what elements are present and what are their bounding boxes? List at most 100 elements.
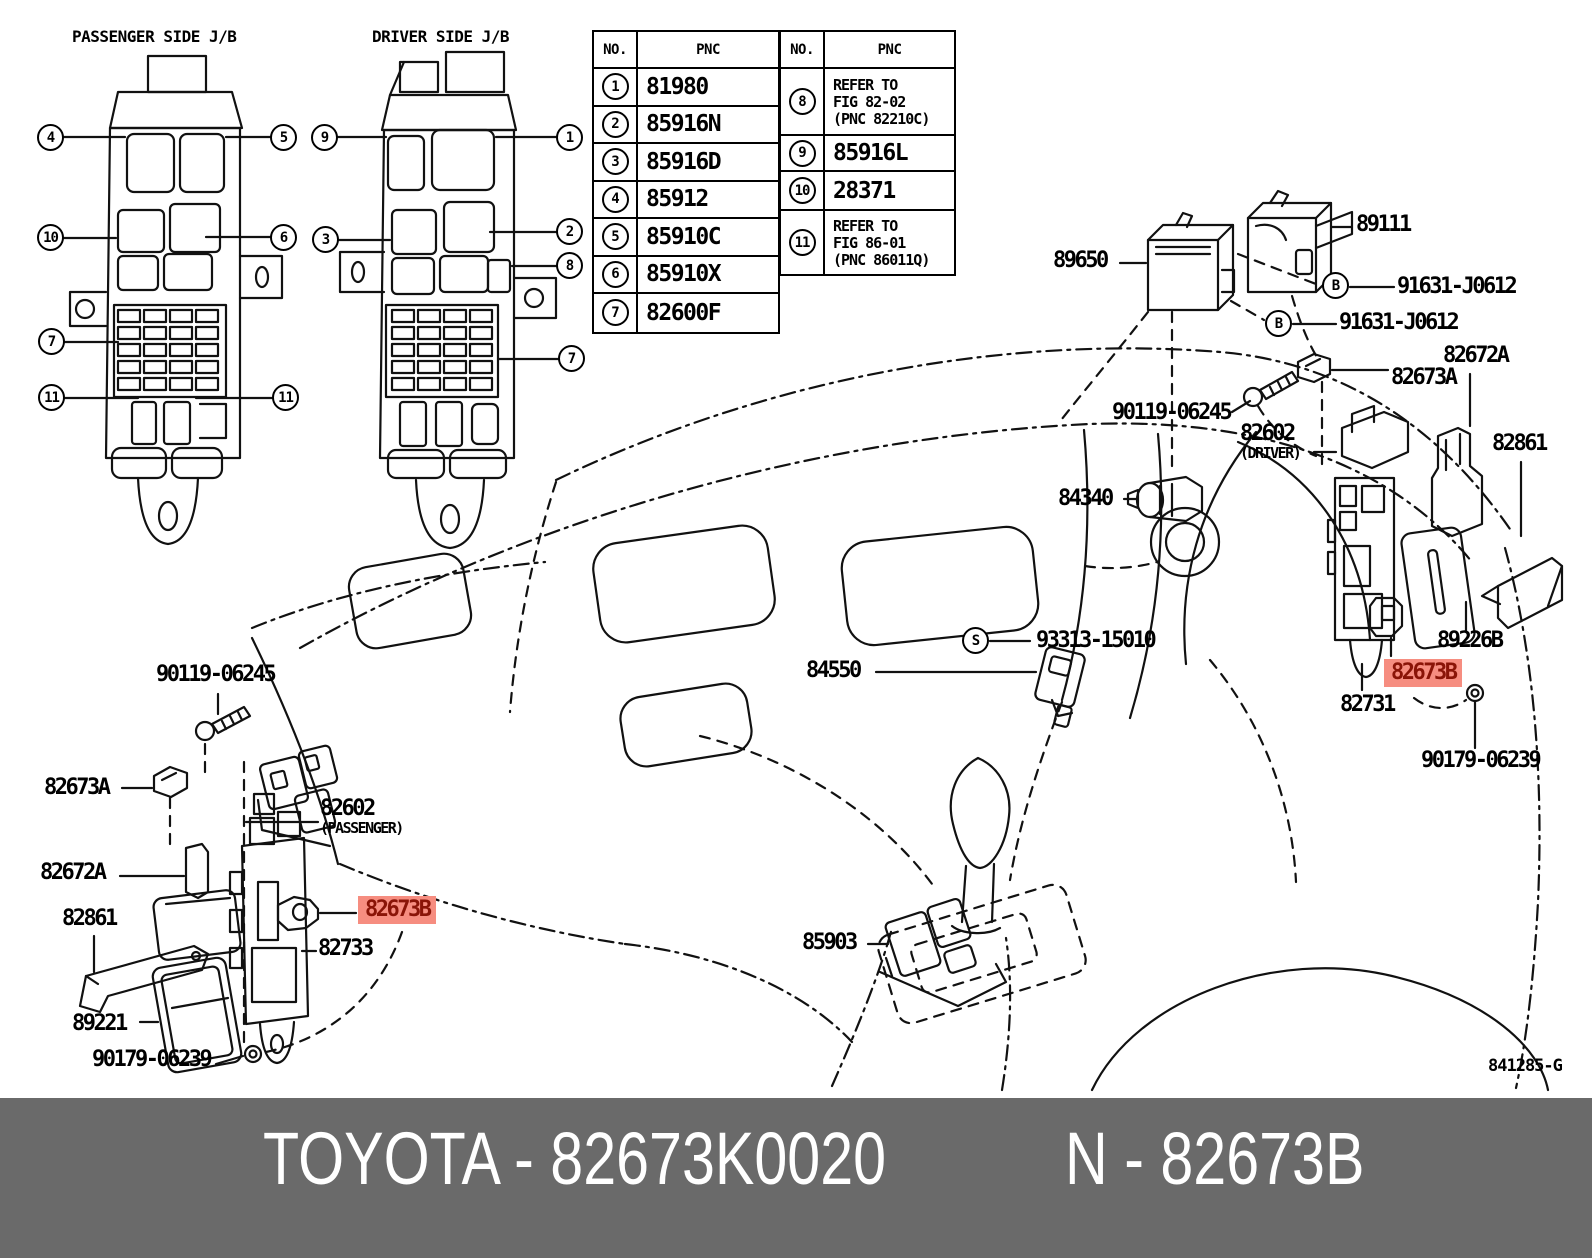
part-drawing-82672A-left (152, 842, 242, 961)
part-label-91631-J0612-lower: 91631-J0612 (1339, 310, 1460, 335)
part-drawing-bolt-right (1465, 683, 1485, 703)
passenger-jb-drawing (61, 54, 284, 546)
pnc-value: 85910C (646, 223, 722, 250)
assembly-dashed-lines (168, 252, 1468, 1054)
part-number: 82602 (1240, 421, 1296, 446)
part-label-82731: 82731 (1340, 692, 1396, 717)
part-sublabel: (DRIVER) (1240, 444, 1302, 463)
callout-screw-s: S (962, 627, 989, 654)
part-drawing-82673B-left (276, 895, 320, 932)
part-label-82602-driver: 82602 (DRIVER) (1240, 421, 1302, 463)
callout-bolt-b-2: B (1265, 310, 1292, 337)
callout-driver-8: 8 (556, 252, 583, 279)
part-label-89650: 89650 (1053, 248, 1109, 273)
part-label-89226B: 89226B (1437, 628, 1504, 653)
part-label-82673B-left-highlighted: 82673B (358, 896, 437, 925)
part-drawing-screw-right (1242, 370, 1300, 408)
table-header-row: NO. PNC (594, 32, 778, 69)
row-number-circle: 4 (601, 185, 629, 213)
part-drawing-82672A-right (1430, 426, 1484, 538)
callout-passenger-10: 10 (37, 224, 64, 251)
pnc-value: REFER TO FIG 86-01 (PNC 86011Q) (833, 217, 930, 269)
part-label-82673B-right-highlighted: 82673B (1384, 659, 1463, 688)
part-label-89111: 89111 (1356, 212, 1412, 237)
part-number: 82602 (320, 796, 376, 821)
part-label-90119-06245-left: 90119-06245 (156, 662, 277, 687)
pnc-value: 85910X (646, 261, 722, 288)
row-number-circle: 9 (788, 139, 816, 167)
part-drawing-82861-left (78, 944, 210, 1014)
table-header-row: NO. PNC (781, 32, 954, 69)
part-label-89221: 89221 (72, 1011, 128, 1036)
part-drawing-82673B-right (1368, 596, 1404, 638)
part-drawing-82602-driver (1340, 404, 1410, 470)
part-sublabel: (PASSENGER) (320, 819, 404, 838)
callout-driver-3: 3 (312, 226, 339, 253)
part-drawing-bolt-left (243, 1044, 263, 1064)
pnc-value: 82600F (646, 299, 722, 326)
pnc-value: 81980 (646, 73, 709, 100)
part-label-82672A-left: 82672A (40, 860, 107, 885)
part-label-84340: 84340 (1058, 486, 1114, 511)
passenger-jb-title: PASSENGER SIDE J/B (72, 27, 237, 46)
label-leader-lines (92, 225, 1523, 1066)
callout-passenger-4: 4 (37, 124, 64, 151)
driver-jb-title: DRIVER SIDE J/B (372, 27, 510, 46)
part-drawing-85903 (878, 897, 1008, 1008)
part-label-90119-06245-right: 90119-06245 (1112, 400, 1233, 425)
part-drawing-fusebox-right (1326, 476, 1396, 679)
table-row: 1 81980 (594, 69, 778, 107)
callout-passenger-6: 6 (270, 224, 297, 251)
part-label-90179-06239-right: 90179-06239 (1421, 748, 1542, 773)
pnc-table-right: NO. PNC 8 REFER TO FIG 82-02 (PNC 82210C… (779, 30, 956, 276)
pnc-table-left: NO. PNC 1 81980 2 85916N 3 85916D 4 8591… (592, 30, 780, 334)
table-row: 4 85912 (594, 181, 778, 219)
row-number-circle: 5 (601, 223, 629, 251)
part-label-82672A-right: 82672A (1443, 343, 1510, 368)
part-drawing-84340 (1126, 475, 1204, 523)
pnc-value: 28371 (833, 177, 896, 204)
table-row: 11 REFER TO FIG 86-01 (PNC 86011Q) (781, 211, 954, 274)
table-row: 3 85916D (594, 144, 778, 182)
figure-code: 841285-G (1488, 1056, 1563, 1076)
pnc-header: PNC (696, 41, 720, 58)
part-drawing-screw-left (194, 705, 252, 742)
table-row: 2 85916N (594, 106, 778, 144)
part-drawing-89226B (1400, 526, 1476, 650)
part-drawing-84550 (1034, 646, 1086, 728)
row-number-circle: 2 (601, 110, 629, 138)
row-number-circle: 8 (788, 88, 816, 115)
table-row: 8 REFER TO FIG 82-02 (PNC 82210C) (781, 69, 954, 136)
no-header: NO. (594, 32, 638, 67)
table-row: 9 85916L (781, 136, 954, 172)
part-label-93313-15010: 93313-15010 (1036, 628, 1157, 653)
pnc-value: 85912 (646, 186, 709, 213)
part-drawing-89650 (1146, 211, 1236, 312)
part-label-84550: 84550 (806, 658, 862, 683)
pnc-value: 85916L (833, 140, 909, 166)
row-number-circle: 7 (601, 299, 629, 327)
part-label-85903: 85903 (802, 930, 858, 955)
callout-driver-9: 9 (311, 124, 338, 151)
callout-driver-2: 2 (556, 218, 583, 245)
part-label-82733: 82733 (318, 936, 374, 961)
callout-driver-1: 1 (556, 124, 583, 151)
part-drawing-82602-passenger (256, 744, 339, 848)
callout-bolt-b-1: B (1322, 272, 1349, 299)
part-label-82602-passenger: 82602 (PASSENGER) (320, 796, 404, 838)
row-number-circle: 6 (601, 260, 629, 288)
part-drawing-clip-82673A-left (152, 765, 189, 799)
row-number-circle: 10 (788, 177, 816, 204)
callout-passenger-7: 7 (38, 328, 65, 355)
part-drawing-89221 (151, 956, 243, 1074)
part-label-82861-left: 82861 (62, 906, 118, 931)
row-number-circle: 1 (601, 73, 629, 101)
pnc-value: 85916D (646, 148, 722, 175)
part-drawing-82861-right (1480, 556, 1564, 630)
part-drawing-clip-82673A-right (1296, 352, 1332, 384)
table-row: 10 28371 (781, 172, 954, 211)
part-label-82673A-right: 82673A (1391, 365, 1458, 390)
callout-passenger-11a: 11 (38, 384, 65, 411)
footer-pnc-code: N - 82673B (1065, 1117, 1365, 1200)
